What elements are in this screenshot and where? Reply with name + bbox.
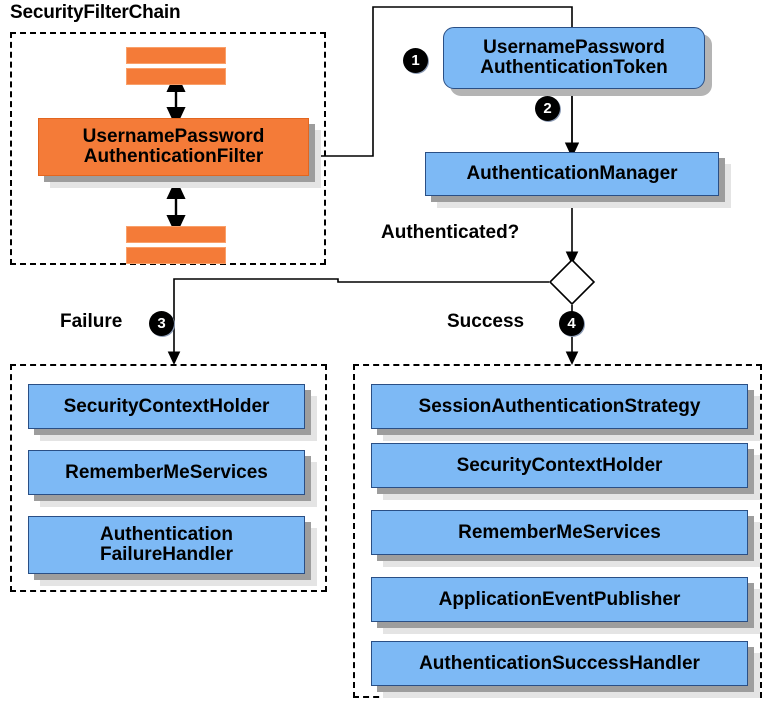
success-item-1[interactable]: SecurityContextHolder	[371, 443, 748, 488]
success-item-3[interactable]: ApplicationEventPublisher	[371, 577, 748, 622]
node-authentication-manager[interactable]: AuthenticationManager	[425, 152, 719, 196]
group-success-actions	[353, 364, 762, 698]
badge-step-2: 2	[535, 96, 560, 121]
success-item-2[interactable]: RememberMeServices	[371, 510, 748, 555]
success-item-4[interactable]: AuthenticationSuccessHandler	[371, 641, 748, 686]
label-success: Success	[447, 311, 525, 332]
node-username-password-authentication-filter[interactable]: UsernamePassword AuthenticationFilter	[38, 118, 309, 176]
badge-step-4: 4	[559, 311, 584, 336]
badge-step-3: 3	[149, 311, 174, 336]
node-label: RememberMeServices	[65, 461, 268, 483]
failure-item-2[interactable]: Authentication FailureHandler	[28, 516, 305, 574]
node-label: UsernamePassword AuthenticationToken	[480, 37, 668, 78]
node-label: UsernamePassword AuthenticationFilter	[82, 126, 265, 167]
success-item-0[interactable]: SessionAuthenticationStrategy	[371, 384, 748, 429]
node-username-password-authentication-token[interactable]: UsernamePassword AuthenticationToken	[443, 27, 705, 89]
filter-bar-top-1	[126, 47, 226, 64]
node-label: AuthenticationManager	[466, 163, 678, 185]
label-failure: Failure	[60, 311, 123, 332]
filter-bar-bottom-1	[126, 226, 226, 243]
group-title-security-filter-chain: SecurityFilterChain	[10, 2, 181, 23]
node-label: RememberMeServices	[458, 521, 661, 543]
failure-item-1[interactable]: RememberMeServices	[28, 450, 305, 495]
filter-bar-top-2	[126, 68, 226, 85]
node-label: SessionAuthenticationStrategy	[418, 395, 701, 417]
node-label: AuthenticationSuccessHandler	[419, 652, 700, 674]
node-label: SecurityContextHolder	[456, 454, 663, 476]
failure-item-0[interactable]: SecurityContextHolder	[28, 384, 305, 429]
label-authenticated-question: Authenticated?	[381, 222, 520, 243]
node-label: SecurityContextHolder	[63, 395, 270, 417]
badge-step-1: 1	[403, 48, 428, 73]
filter-bar-bottom-2	[126, 247, 226, 264]
node-label: ApplicationEventPublisher	[438, 588, 681, 610]
decision-diamond	[548, 258, 596, 306]
node-label: Authentication FailureHandler	[99, 524, 234, 565]
